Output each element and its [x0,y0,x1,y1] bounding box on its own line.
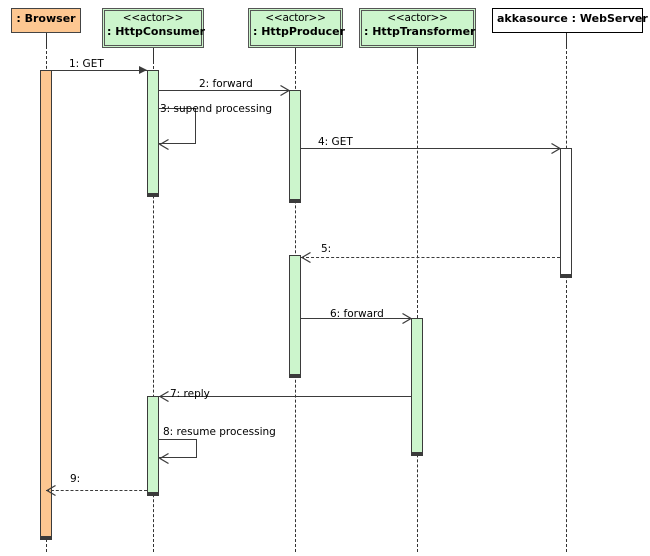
message-label-7: 7: reply [170,388,210,400]
participant-name-httptransformer: : HttpTransformer [364,25,476,39]
activation-foot-httpconsumer [147,492,159,496]
participant-box-httptransformer: <<actor>>: HttpTransformer [359,8,476,48]
message-line-5 [301,257,560,258]
activation-bar-httpconsumer [147,70,159,197]
message-label-1: 1: GET [69,58,104,70]
participant-name-httpconsumer: : HttpConsumer [107,25,206,39]
lifeline-stub-browser [46,33,47,46]
lifeline-httptransformer [417,61,418,552]
arrowhead-message-1 [139,66,147,74]
participant-box-httpconsumer: <<actor>>: HttpConsumer [102,8,206,48]
participant-stereotype-httptransformer: <<actor>> [387,12,448,24]
activation-foot-httpproducer [289,374,301,378]
message-line-2 [159,90,289,91]
participant-stereotype-httpconsumer: <<actor>> [122,12,184,24]
message-label-9: 9: [70,473,81,485]
message-line-4 [301,148,560,149]
participant-name-browser: : Browser [16,12,76,25]
activation-bar-httpproducer [289,90,301,203]
message-line-6 [301,318,411,319]
activation-bar-browser [40,70,52,540]
lifeline-stub-httpproducer [295,48,296,61]
message-label-6: 6: forward [330,308,384,320]
message-label-2: 2: forward [199,78,253,90]
lifeline-stub-httptransformer [417,48,418,61]
activation-foot-browser [40,536,52,540]
activation-foot-httpconsumer [147,193,159,197]
participant-name-webserver: akkasource : WebServer [497,12,648,25]
activation-bar-httptransformer [411,318,423,456]
participant-stereotype-httpproducer: <<actor>> [265,12,326,24]
activation-foot-httptransformer [411,452,423,456]
lifeline-stub-httpconsumer [153,48,154,61]
message-label-5: 5: [321,243,332,255]
self-message-8 [159,439,197,458]
message-label-4: 4: GET [318,136,353,148]
message-line-9 [46,490,147,491]
self-message-3 [159,108,196,144]
activation-foot-webserver [560,274,572,278]
participant-box-httpproducer: <<actor>>: HttpProducer [248,8,345,48]
activation-bar-webserver [560,148,572,278]
participant-box-browser: : Browser [11,8,81,33]
participant-box-webserver: akkasource : WebServer [492,8,648,33]
lifeline-httpconsumer [153,61,154,552]
message-label-3: 3: supend processing [160,103,273,115]
lifeline-stub-webserver [566,33,567,46]
lifeline-webserver [566,46,567,552]
activation-bar-httpproducer [289,255,301,378]
message-label-8: 8: resume processing [163,426,276,438]
activation-foot-httpproducer [289,199,301,203]
participant-name-httpproducer: : HttpProducer [253,25,345,39]
message-line-7 [159,396,411,397]
message-line-1 [46,70,147,71]
activation-bar-httpconsumer [147,396,159,496]
